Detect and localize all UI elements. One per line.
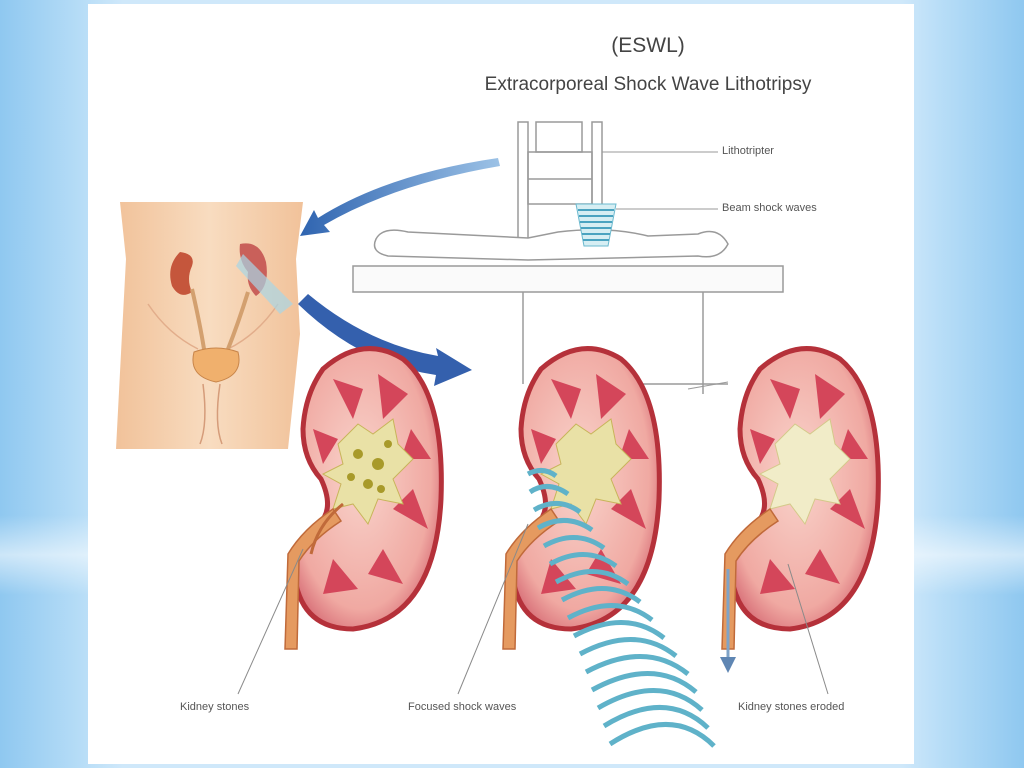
- patient-torso: [116, 202, 303, 449]
- label-focused-shock-waves: Focused shock waves: [408, 701, 517, 713]
- focused-wave-rings: [526, 468, 716, 748]
- arrow-to-kidney: [298, 294, 472, 386]
- label-beam-shock-waves: Beam shock waves: [722, 202, 817, 214]
- label-kidney-stones: Kidney stones: [180, 701, 250, 713]
- kidney-stones-eroded: [720, 346, 881, 673]
- lithotripter-machine: [352, 121, 784, 394]
- kidney-with-stones: [284, 346, 444, 650]
- beam-shock-waves: [575, 203, 617, 247]
- label-lithotripter: Lithotripter: [722, 145, 774, 157]
- slide-canvas: (ESWL) Extracorporeal Shock Wave Lithotr…: [88, 4, 914, 764]
- diagram-title: (ESWL): [611, 34, 685, 57]
- label-kidney-stones-eroded: Kidney stones eroded: [738, 701, 845, 713]
- eswl-illustration: [116, 121, 881, 748]
- arrow-to-torso: [300, 158, 500, 236]
- kidney-focused-waves: [502, 346, 662, 650]
- diagram-subtitle: Extracorporeal Shock Wave Lithotripsy: [484, 74, 812, 95]
